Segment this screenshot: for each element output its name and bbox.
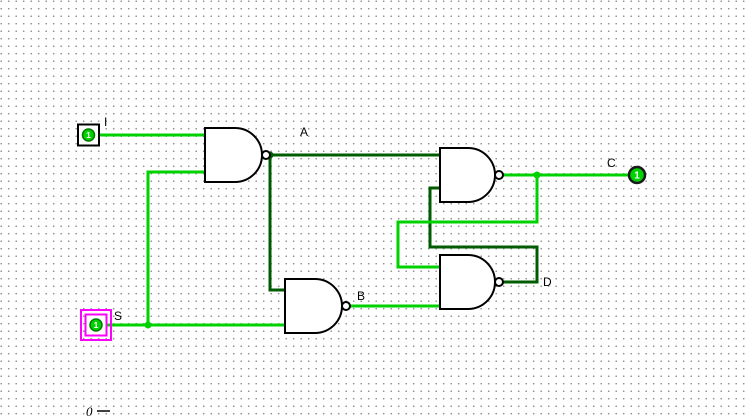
wire-c-feedback[interactable] bbox=[396, 175, 539, 269]
nand-gate-1-body bbox=[204, 127, 263, 183]
output-pin-c-value: 1 bbox=[634, 171, 640, 182]
wire-a-to-nand2[interactable] bbox=[268, 155, 285, 292]
output-pin-c-state bbox=[627, 165, 647, 185]
wire-d-feedback[interactable] bbox=[428, 186, 539, 284]
nand-gate-2[interactable] bbox=[284, 278, 351, 334]
wires-low bbox=[268, 153, 539, 292]
wire-junction-s bbox=[144, 321, 152, 329]
output-pin-c[interactable]: 1 bbox=[627, 165, 647, 185]
input-pin-i-state bbox=[81, 128, 96, 142]
label-c: C bbox=[607, 156, 616, 170]
nand-gate-1[interactable] bbox=[204, 127, 271, 183]
input-pin-i-value: 1 bbox=[86, 130, 91, 140]
nand-gate-1-bubble bbox=[261, 150, 271, 160]
wire-junction-c bbox=[533, 171, 541, 179]
nand-gate-4-bubble bbox=[494, 277, 504, 287]
nand-gate-2-bubble bbox=[341, 301, 351, 311]
nand-gate-3-body bbox=[439, 147, 496, 203]
label-d: D bbox=[543, 275, 552, 289]
wires-high bbox=[99, 133, 629, 327]
input-pin-i[interactable]: 1 bbox=[77, 123, 100, 147]
input-pin-s-state bbox=[89, 318, 103, 332]
wire-s-to-nand1[interactable] bbox=[146, 170, 205, 325]
label-s: S bbox=[114, 309, 122, 323]
input-pin-s[interactable]: 1 bbox=[80, 309, 112, 341]
partial-bottom-component: 0 bbox=[86, 404, 110, 417]
partial-component-text: 0 bbox=[86, 404, 93, 417]
nand-gate-4-body bbox=[439, 254, 496, 310]
label-b: B bbox=[357, 289, 365, 303]
label-a: A bbox=[300, 125, 308, 139]
input-pin-s-value: 1 bbox=[94, 320, 99, 330]
selection-highlight-outer bbox=[80, 309, 112, 341]
nand-gate-4[interactable] bbox=[439, 254, 504, 310]
nand-gate-3[interactable] bbox=[439, 147, 504, 203]
label-i: I bbox=[104, 115, 107, 129]
nand-gate-3-bubble bbox=[494, 170, 504, 180]
nand-gate-2-body bbox=[284, 278, 343, 334]
